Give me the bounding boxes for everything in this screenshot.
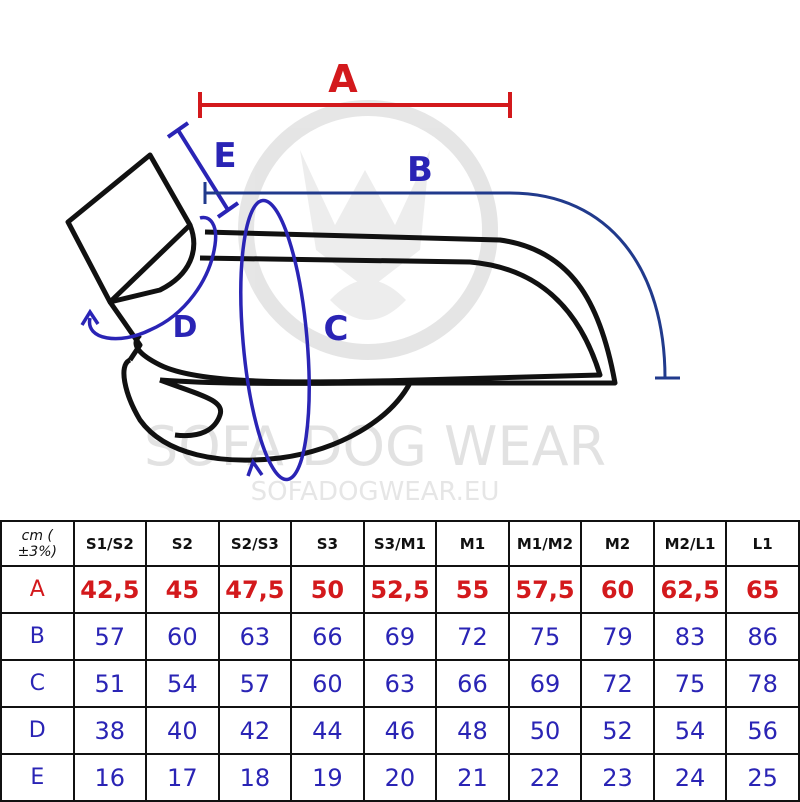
table-cell: 72 — [580, 659, 655, 708]
label-d: D — [173, 310, 198, 345]
table-cell: 63 — [217, 612, 293, 661]
table-cell: 62,5 — [652, 565, 728, 614]
table-cell: 57 — [217, 659, 293, 708]
table-cell: 46 — [362, 706, 438, 755]
table-cell: 60 — [290, 659, 365, 708]
sofa-dog-wear-logo-watermark — [238, 100, 498, 360]
table-cell: 60 — [145, 612, 220, 661]
table-cell: 69 — [362, 612, 438, 661]
table-cell: 42 — [217, 706, 293, 755]
table-cell: 24 — [652, 753, 728, 802]
size-header-cell: M2 — [580, 520, 655, 567]
measure-a — [198, 92, 512, 118]
row-label: D — [0, 706, 75, 755]
size-header-cell: S1/S2 — [72, 520, 148, 567]
measurement-diagram: SOFA DOG WEAR SOFADOGWEAR.EU A E B C — [65, 57, 680, 507]
row-label: B — [0, 612, 75, 661]
table-cell: 65 — [725, 565, 800, 614]
size-header-cell: L1 — [725, 520, 800, 567]
table-cell: 25 — [725, 753, 800, 802]
table-cell: 20 — [362, 753, 438, 802]
table-cell: 57 — [72, 612, 148, 661]
table-cell: 86 — [725, 612, 800, 661]
size-header-cell: S2/S3 — [217, 520, 293, 567]
table-cell: 54 — [652, 706, 728, 755]
table-cell: 42,5 — [72, 565, 148, 614]
row-label: A — [0, 565, 75, 614]
table-cell: 40 — [145, 706, 220, 755]
size-header-cell: M2/L1 — [652, 520, 728, 567]
row-label: E — [0, 753, 75, 802]
table-cell: 16 — [72, 753, 148, 802]
table-cell: 21 — [435, 753, 510, 802]
table-cell: 56 — [725, 706, 800, 755]
table-cell: 52 — [580, 706, 655, 755]
table-cell: 83 — [652, 612, 728, 661]
table-cell: 72 — [435, 612, 510, 661]
table-cell: 22 — [507, 753, 583, 802]
measure-e — [166, 121, 240, 219]
table-cell: 17 — [145, 753, 220, 802]
table-cell: 18 — [217, 753, 293, 802]
table-cell: 63 — [362, 659, 438, 708]
table-cell: 23 — [580, 753, 655, 802]
measure-d — [80, 215, 218, 341]
label-e: E — [213, 136, 236, 176]
table-cell: 38 — [72, 706, 148, 755]
table-cell: 79 — [580, 612, 655, 661]
table-cell: 66 — [290, 612, 365, 661]
table-cell: 47,5 — [217, 565, 293, 614]
table-cell: 57,5 — [507, 565, 583, 614]
watermark-title: SOFA DOG WEAR — [144, 415, 606, 478]
table-cell: 51 — [72, 659, 148, 708]
table-cell: 78 — [725, 659, 800, 708]
table-cell: 54 — [145, 659, 220, 708]
table-cell: 50 — [290, 565, 365, 614]
table-cell: 50 — [507, 706, 583, 755]
row-label: C — [0, 659, 75, 708]
table-cell: 52,5 — [362, 565, 438, 614]
table-cell: 19 — [290, 753, 365, 802]
watermark-url: SOFADOGWEAR.EU — [251, 477, 500, 507]
measure-b — [203, 182, 680, 380]
table-cell: 75 — [507, 612, 583, 661]
table-cell: 69 — [507, 659, 583, 708]
label-c: C — [324, 309, 349, 349]
table-cell: 45 — [145, 565, 220, 614]
size-header-cell: M1/M2 — [507, 520, 583, 567]
table-cell: 48 — [435, 706, 510, 755]
table-cell: 55 — [435, 565, 510, 614]
unit-header: cm ( ±3%) — [0, 520, 75, 567]
size-header-cell: S3 — [290, 520, 365, 567]
size-header-cell: S3/M1 — [362, 520, 438, 567]
measure-c — [239, 198, 311, 482]
label-a: A — [328, 57, 358, 101]
table-cell: 60 — [580, 565, 655, 614]
table-cell: 44 — [290, 706, 365, 755]
table-cell: 66 — [435, 659, 510, 708]
size-header-cell: S2 — [145, 520, 220, 567]
size-header-cell: M1 — [435, 520, 510, 567]
table-cell: 75 — [652, 659, 728, 708]
dog-coat-outline — [65, 152, 618, 463]
label-b: B — [407, 150, 433, 190]
